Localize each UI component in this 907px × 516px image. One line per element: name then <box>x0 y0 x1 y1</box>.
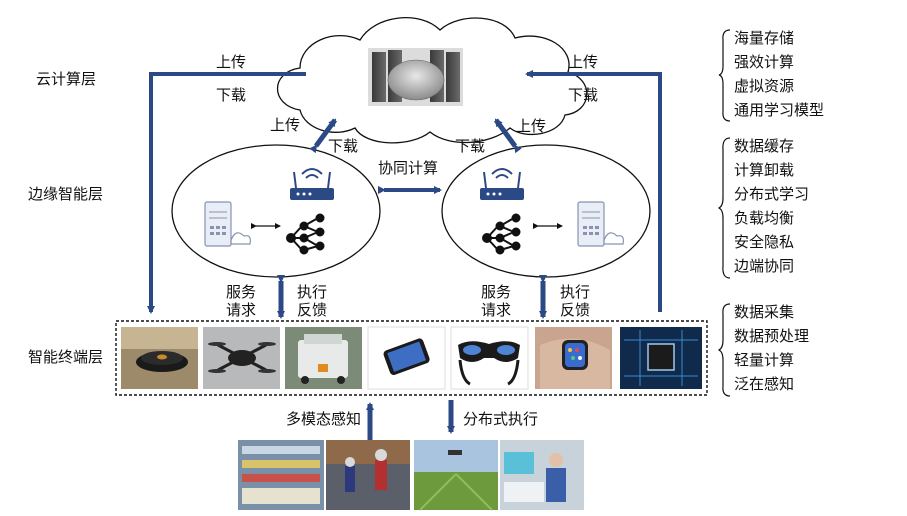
layer-label-cloud: 云计算层 <box>36 70 97 88</box>
chip-photo <box>620 327 702 389</box>
download-label-mid-left: 下载 <box>328 137 359 155</box>
cloud-feature: 虚拟资源 <box>734 77 795 95</box>
terminal-box <box>115 320 708 396</box>
multimodal-label: 多模态感知 <box>286 410 362 428</box>
cloud-feature: 通用学习模型 <box>734 101 825 119</box>
left-outer-arrow <box>147 72 306 314</box>
terminal-feature: 泛在感知 <box>734 375 795 393</box>
neural-net-icon-right <box>482 213 521 255</box>
right-outer-arrow <box>525 70 662 312</box>
cloud-features: 海量存储 强效计算 虚拟资源 通用学习模型 <box>734 26 824 122</box>
edge-node-right <box>441 144 651 278</box>
service-request-right: 服务 请求 <box>481 283 512 319</box>
smartphone-photo <box>367 326 446 390</box>
vr-glasses-photo <box>450 326 529 390</box>
router-icon-left <box>290 168 334 200</box>
upload-label-mid-left: 上传 <box>270 116 301 134</box>
download-label-top-right: 下载 <box>568 86 599 104</box>
upload-label-mid-right: 上传 <box>516 117 547 135</box>
smart-farm-photo <box>414 440 498 511</box>
brace-cloud <box>718 29 731 122</box>
edge-feature: 计算卸载 <box>734 161 795 179</box>
server-icon-left <box>204 201 251 247</box>
cloud-edge-arrow-right <box>493 118 522 154</box>
cloud-feature: 海量存储 <box>734 29 795 47</box>
download-label-top-left: 下载 <box>216 86 247 104</box>
edge-feature: 负载均衡 <box>734 209 795 227</box>
retail-shelf-photo <box>238 440 324 510</box>
humanoid-robots-photo <box>326 440 410 510</box>
layer-label-terminal: 智能终端层 <box>28 348 104 366</box>
upload-label-top-left: 上传 <box>216 53 247 71</box>
drone-photo <box>203 327 280 389</box>
smartwatch-photo <box>535 327 612 389</box>
server-icon-right <box>577 201 624 247</box>
brace-terminal <box>718 303 731 397</box>
upload-label-top-right: 上传 <box>568 53 599 71</box>
cloud-feature: 强效计算 <box>734 53 795 71</box>
robot-vacuum-photo <box>121 327 198 389</box>
service-request-left: 服务 请求 <box>226 283 257 319</box>
terminal-features: 数据采集 数据预处理 轻量计算 泛在感知 <box>734 300 809 396</box>
edge-node-left <box>171 144 381 278</box>
download-label-mid-right: 下载 <box>455 137 486 155</box>
router-icon-right <box>480 168 524 200</box>
delivery-robot-photo <box>285 327 362 389</box>
edge-feature: 安全隐私 <box>734 233 795 251</box>
medical-lab-photo <box>500 440 584 510</box>
cloud-edge-arrow-left <box>309 118 338 154</box>
exec-feedback-right: 执行 反馈 <box>560 283 591 319</box>
exec-feedback-left: 执行 反馈 <box>297 283 328 319</box>
edge-feature: 边端协同 <box>734 257 795 275</box>
terminal-feature: 数据采集 <box>734 303 795 321</box>
neural-net-icon-left <box>286 213 325 255</box>
edge-features: 数据缓存 计算卸载 分布式学习 负载均衡 安全隐私 边端协同 <box>734 134 809 278</box>
edge-feature: 数据缓存 <box>734 137 795 155</box>
layer-label-edge: 边缘智能层 <box>28 185 104 203</box>
terminal-feature: 数据预处理 <box>734 327 810 345</box>
edge-feature: 分布式学习 <box>734 185 810 203</box>
terminal-feature: 轻量计算 <box>734 351 795 369</box>
distributed-exec-label: 分布式执行 <box>463 410 539 428</box>
collab-label: 协同计算 <box>378 159 439 177</box>
cloud-server-icon <box>368 48 463 106</box>
brace-edge <box>718 137 731 279</box>
